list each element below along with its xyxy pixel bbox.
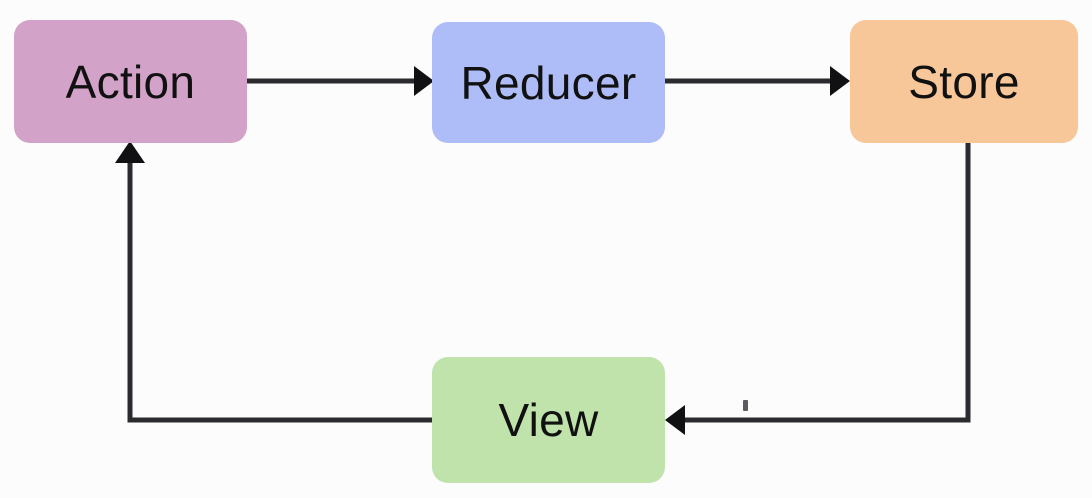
node-store[interactable]: Store [850, 20, 1078, 143]
edge-store-to-view [665, 143, 971, 435]
node-reducer-label: Reducer [460, 56, 637, 109]
edge-view-to-action [115, 141, 432, 423]
node-reducer[interactable]: Reducer [432, 22, 665, 143]
node-view[interactable]: View [432, 357, 665, 483]
node-view-label: View [498, 394, 599, 446]
edge-reducer-to-store [665, 66, 850, 96]
node-store-label: Store [908, 55, 1020, 108]
edge-action-to-reducer [247, 66, 434, 96]
node-action-label: Action [65, 55, 196, 108]
node-action[interactable]: Action [14, 20, 247, 143]
